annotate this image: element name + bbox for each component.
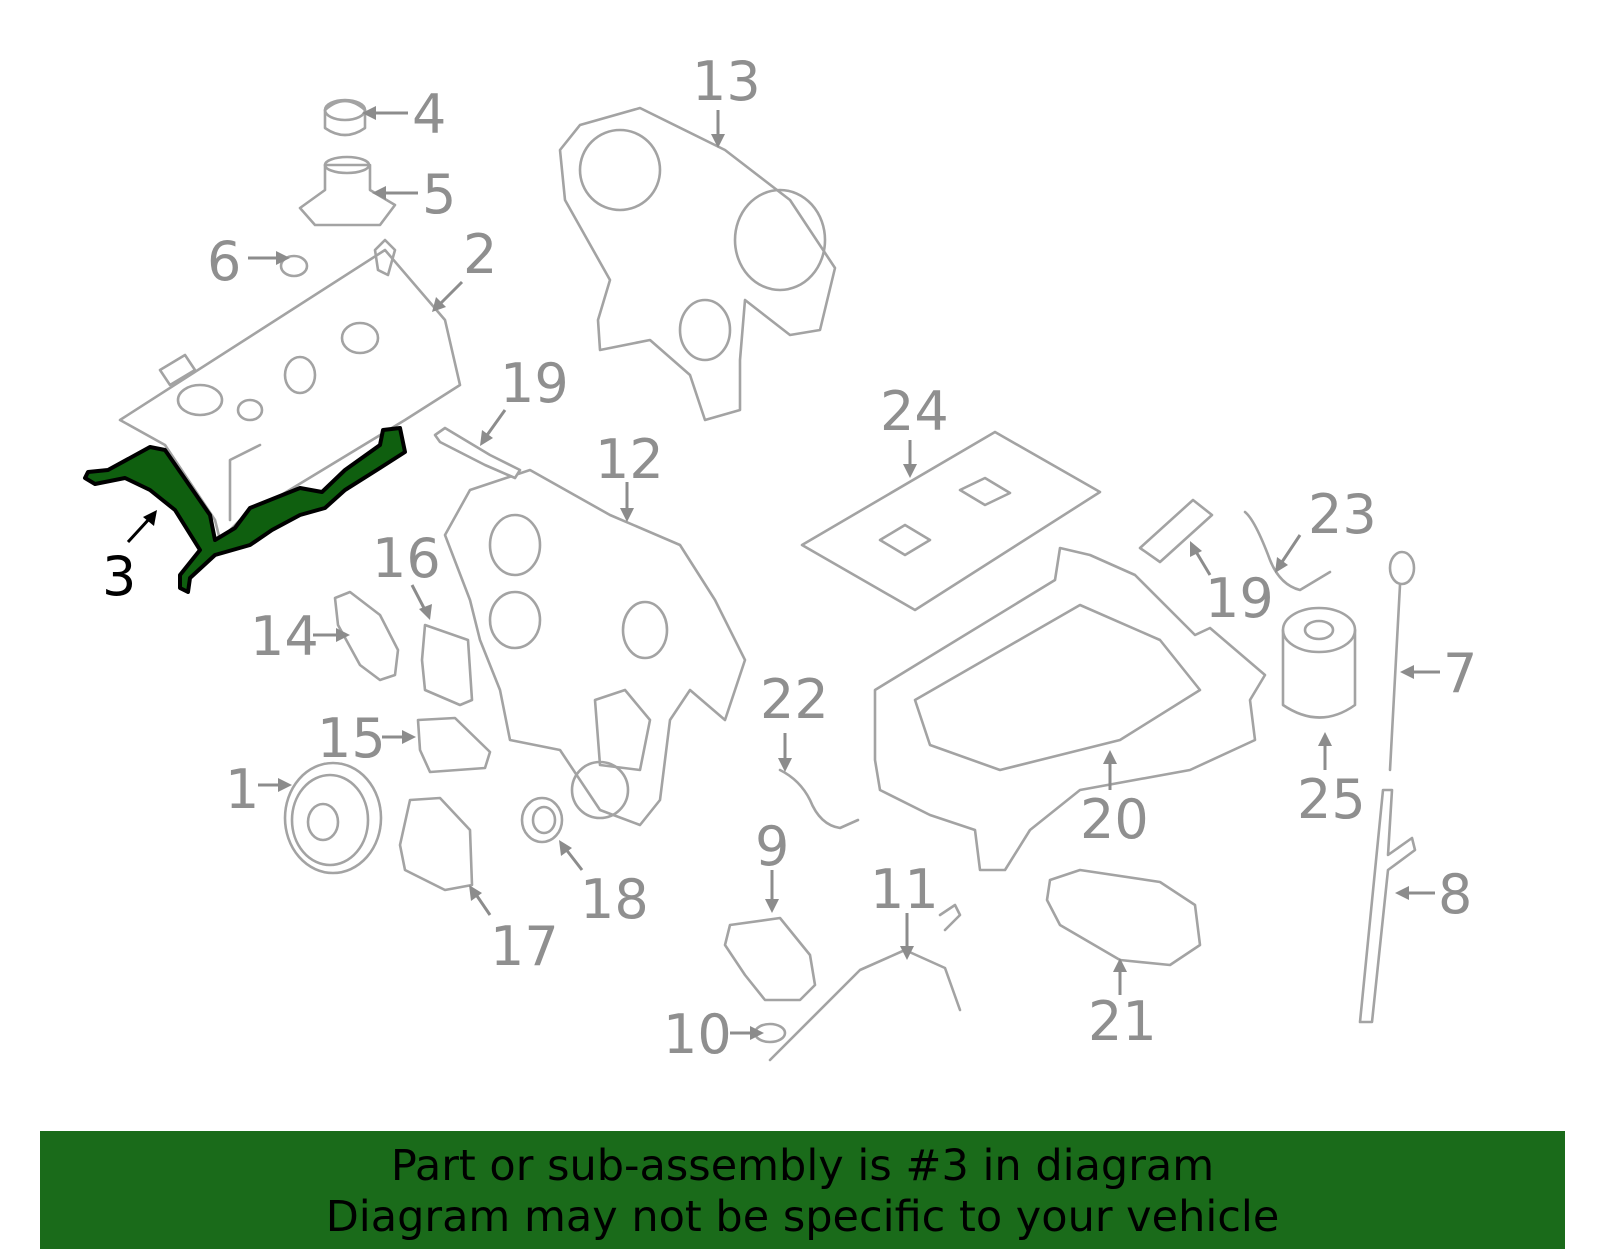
info-banner: Part or sub-assembly is #3 in diagram Di…	[40, 1131, 1565, 1249]
part-12-front-cover	[443, 468, 747, 827]
callout-5: 5	[422, 163, 456, 226]
callout-4: 4	[412, 83, 446, 146]
part-8-dipstick-guide	[1358, 788, 1417, 1024]
part-23-bracket	[1243, 510, 1332, 592]
part-20-oil-pan-upper	[873, 546, 1267, 872]
callout-14: 14	[250, 605, 319, 668]
callout-19-top: 19	[500, 352, 569, 415]
part-13-timing-cover	[558, 106, 837, 422]
callout-13: 13	[692, 50, 761, 113]
banner-line-2: Diagram may not be specific to your vehi…	[325, 1192, 1280, 1242]
callout-17: 17	[490, 915, 559, 978]
part-19-oil-level-gauge-guide-top	[433, 426, 522, 480]
part-2-valve-cover	[118, 238, 462, 542]
part-22-gasket	[778, 768, 860, 830]
part-16-gasket	[420, 623, 474, 707]
callout-11: 11	[870, 858, 939, 921]
part-14-bracket	[333, 590, 400, 682]
callout-19-bottom: 19	[1205, 567, 1274, 630]
part-7-dipstick	[1388, 550, 1416, 772]
part-5-filler-neck	[298, 155, 397, 227]
part-18-seal	[520, 796, 564, 844]
part-21-oil-pan-lower	[1045, 868, 1202, 967]
callout-9: 9	[755, 815, 789, 878]
callout-24: 24	[880, 380, 949, 443]
callout-2: 2	[463, 223, 497, 286]
callout-3: 3	[102, 545, 136, 608]
part-6-o-ring	[279, 254, 309, 278]
callout-7: 7	[1443, 642, 1477, 705]
callout-22: 22	[760, 668, 829, 731]
part-1-crank-pulley	[283, 761, 383, 875]
callout-20: 20	[1080, 788, 1149, 851]
part-24-baffle-plate	[800, 430, 1102, 612]
leader-lines	[126, 106, 1440, 1040]
part-15-bracket	[416, 716, 492, 774]
part-9-oil-pump	[723, 916, 817, 1002]
part-19-oil-level-gauge-guide-lower	[1138, 498, 1214, 564]
callout-labels: 1 2 3 4 5 6 7 8 9 10 11 12 13 14 15 16 1…	[102, 50, 1477, 1066]
callout-25: 25	[1297, 768, 1366, 831]
callout-15: 15	[317, 707, 386, 770]
callout-8: 8	[1438, 863, 1472, 926]
callout-10: 10	[663, 1003, 732, 1066]
callout-6: 6	[207, 230, 241, 293]
banner-line-1: Part or sub-assembly is #3 in diagram	[390, 1141, 1215, 1191]
callout-12: 12	[595, 428, 664, 491]
callout-21: 21	[1088, 990, 1157, 1053]
part-17-gasket	[398, 796, 474, 892]
callout-16: 16	[372, 527, 441, 590]
part-4-oil-filler-cap	[323, 98, 367, 137]
callout-1: 1	[225, 758, 259, 821]
callout-23: 23	[1308, 483, 1377, 546]
callout-18: 18	[580, 868, 649, 931]
part-25-oil-filter	[1281, 606, 1357, 719]
part-3-valve-cover-gasket	[83, 426, 407, 594]
